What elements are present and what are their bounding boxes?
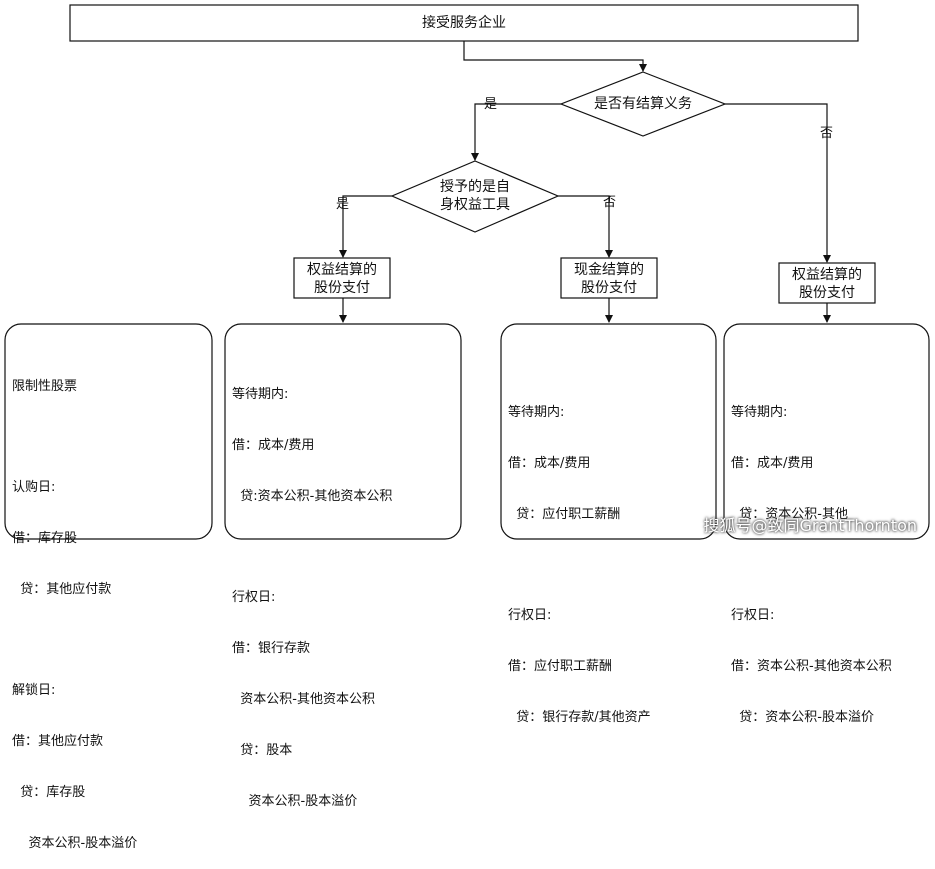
equity-vesting-heading: 等待期内: <box>232 387 289 402</box>
restricted-line-1: 借：库存股 <box>12 531 78 546</box>
equity-accounting-note: 等待期内: 借：成本/费用 贷:资本公积-其他资本公积 行权日: 借：银行存款 … <box>232 352 392 827</box>
equity2-vesting-heading: 等待期内: <box>731 405 788 420</box>
equity-line-5: 贷：股本 <box>232 743 293 758</box>
restricted-unlock-heading: 解锁日: <box>12 683 56 698</box>
equity2-exercise-heading: 行权日: <box>731 608 775 623</box>
q2-diamond <box>390 160 560 233</box>
cash-line-4: 贷：银行存款/其他资产 <box>508 710 651 725</box>
equity-right-label: 权益结算的 股份支付 <box>779 266 875 302</box>
equity-line-6: 资本公积-股本溢价 <box>232 794 358 809</box>
restricted-subscribe-heading: 认购日: <box>12 480 56 495</box>
cash-accounting-box <box>500 323 717 540</box>
restricted-line-2: 贷：其他应付款 <box>12 582 112 597</box>
equity2-line-3: 借：资本公积-其他资本公积 <box>731 659 892 674</box>
equity2-line-1: 借：成本/费用 <box>731 456 814 471</box>
cash-label: 现金结算的 股份支付 <box>561 261 657 297</box>
edge-q2-no <box>558 195 613 258</box>
cash-line-1: 借：成本/费用 <box>508 456 591 471</box>
cash-line-2: 贷：应付职工薪酬 <box>508 507 621 522</box>
cash-exercise-heading: 行权日: <box>508 608 552 623</box>
q1-no-label: 否 <box>820 126 834 141</box>
equity-line-2: 贷:资本公积-其他资本公积 <box>232 489 393 504</box>
restricted-line-5: 资本公积-股本溢价 <box>12 836 138 851</box>
restricted-stock-note: 限制性股票 认购日: 借：库存股 贷：其他应付款 解锁日: 借：其他应付款 贷：… <box>12 344 137 869</box>
cash-vesting-heading: 等待期内: <box>508 405 565 420</box>
watermark: 搜狐号@致同GrantThornton <box>703 516 917 535</box>
q1-diamond <box>559 71 727 137</box>
q2-label-line1: 授予的是自 <box>440 179 510 195</box>
top-node-box <box>69 4 859 42</box>
edge-q1-yes <box>471 103 561 161</box>
equity-right-line1: 权益结算的 <box>792 267 862 283</box>
q1-label: 是否有结算义务 <box>594 96 692 112</box>
equity2-line-2: 贷：资本公积-其他 <box>731 507 848 522</box>
cash-line-3: 借：应付职工薪酬 <box>508 659 613 674</box>
equity-line-4: 资本公积-其他资本公积 <box>232 692 375 707</box>
top-node-label: 接受服务企业 <box>422 15 506 31</box>
restricted-title: 限制性股票 <box>12 379 78 394</box>
equity-accounting-box <box>224 323 462 540</box>
equity2-accounting-box <box>723 323 930 540</box>
restricted-line-4: 贷：库存股 <box>12 785 86 800</box>
equity-right-line2: 股份支付 <box>799 285 855 301</box>
q1-yes-label: 是 <box>484 97 498 112</box>
edge-top-to-q1 <box>463 41 647 72</box>
equity-left-label: 权益结算的 股份支付 <box>294 261 390 297</box>
edge-q2-yes <box>339 195 392 258</box>
cash-line2: 股份支付 <box>581 280 637 296</box>
equity-exercise-heading: 行权日: <box>232 590 276 605</box>
q2-yes-label: 是 <box>336 197 350 212</box>
equity-line-3: 借：银行存款 <box>232 641 311 656</box>
equity-left-line2: 股份支付 <box>314 280 370 296</box>
equity-right-box <box>778 262 876 304</box>
flowchart-canvas <box>4 4 930 540</box>
q2-no-label: 否 <box>603 195 617 210</box>
restricted-stock-box <box>4 323 213 540</box>
cash-box <box>560 257 658 299</box>
restricted-line-3: 借：其他应付款 <box>12 734 104 749</box>
edge-q1-no <box>725 103 831 263</box>
cash-accounting-note: 等待期内: 借：成本/费用 贷：应付职工薪酬 行权日: 借：应付职工薪酬 贷：银… <box>508 370 651 743</box>
equity2-line-4: 贷：资本公积-股本溢价 <box>731 710 874 725</box>
q2-label: 授予的是自 身权益工具 <box>415 178 535 214</box>
cash-line1: 现金结算的 <box>574 262 644 278</box>
equity-left-line1: 权益结算的 <box>307 262 377 278</box>
equity-line-1: 借：成本/费用 <box>232 438 315 453</box>
q2-label-line2: 身权益工具 <box>440 197 510 213</box>
equity-left-box <box>293 257 391 299</box>
equity2-accounting-note: 等待期内: 借：成本/费用 贷：资本公积-其他 行权日: 借：资本公积-其他资本… <box>731 370 892 743</box>
